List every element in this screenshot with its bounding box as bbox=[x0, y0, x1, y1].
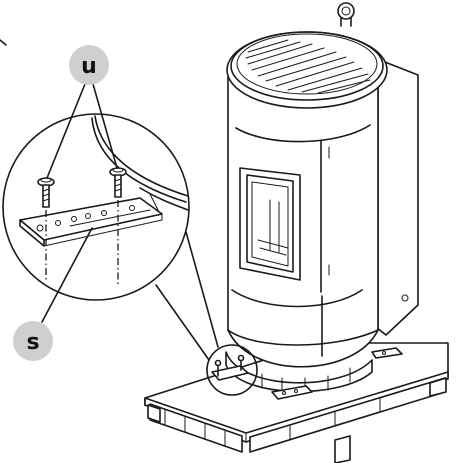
callout-s-leader bbox=[41, 227, 93, 323]
callout-u-leader-right bbox=[92, 83, 118, 169]
flue-outlet bbox=[337, 2, 355, 27]
magnified-detail-circle bbox=[2, 113, 190, 301]
callout-u: u bbox=[69, 45, 109, 85]
callout-u-label: u bbox=[81, 54, 97, 79]
detail-marker-circle bbox=[206, 344, 258, 396]
callout-s: s bbox=[13, 321, 53, 361]
leader-line-top bbox=[185, 231, 219, 348]
floor-bracket-front bbox=[271, 385, 313, 400]
stove-body bbox=[225, 54, 419, 393]
floor-bracket-right bbox=[371, 347, 403, 359]
leader-line-bottom bbox=[155, 284, 210, 361]
callout-u-leader-left bbox=[46, 83, 86, 179]
edge-mark bbox=[0, 39, 7, 46]
stove-top-grille bbox=[226, 31, 388, 109]
callout-s-label: s bbox=[26, 330, 39, 355]
